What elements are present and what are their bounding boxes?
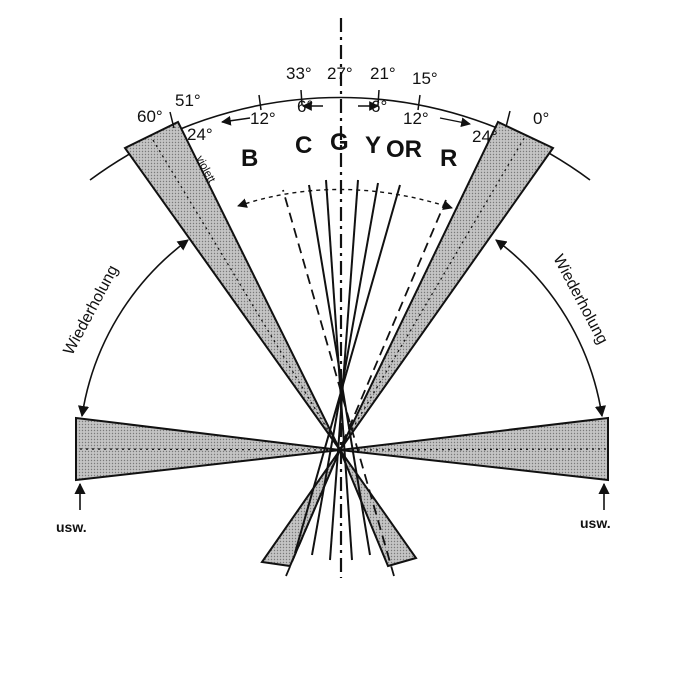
interval-left-12: 12° <box>250 109 276 128</box>
interval-arrows <box>221 101 471 210</box>
letter-or: OR <box>386 136 422 163</box>
dashed-rays <box>282 189 447 577</box>
interval-right-6: 6° <box>371 97 387 116</box>
etc-label-right: usw. <box>580 515 611 531</box>
angle-60: 60° <box>137 107 163 126</box>
interval-left-6: 6° <box>297 97 313 116</box>
letter-g: G <box>330 129 349 156</box>
interval-right-12: 12° <box>403 109 429 128</box>
angle-15: 15° <box>412 69 438 88</box>
angle-0: 0° <box>533 109 549 128</box>
angle-33: 33° <box>286 64 312 83</box>
angle-21: 21° <box>370 64 396 83</box>
centre-point <box>337 447 343 453</box>
right-red-wedge <box>339 120 555 451</box>
repeat-arcs <box>74 239 610 510</box>
dotted-guides <box>75 134 609 451</box>
angle-51: 51° <box>175 91 201 110</box>
repeat-label-left: Wiederholung <box>61 263 122 358</box>
letter-r: R <box>440 145 457 172</box>
letter-b: B <box>241 145 258 172</box>
hue-rays <box>294 179 401 561</box>
repeat-label-right: Wiederholung <box>549 252 610 347</box>
bottom-right-wedge <box>339 449 418 568</box>
letter-c: C <box>295 132 312 159</box>
angle-27: 27° <box>327 64 353 83</box>
angle-24-right: 24° <box>472 127 498 146</box>
letter-y: Y <box>365 132 381 159</box>
right-repeat-wedge <box>339 416 609 482</box>
etc-label-left: usw. <box>56 519 87 535</box>
angle-24-left: 24° <box>187 125 213 144</box>
left-violet-wedge <box>123 120 341 451</box>
